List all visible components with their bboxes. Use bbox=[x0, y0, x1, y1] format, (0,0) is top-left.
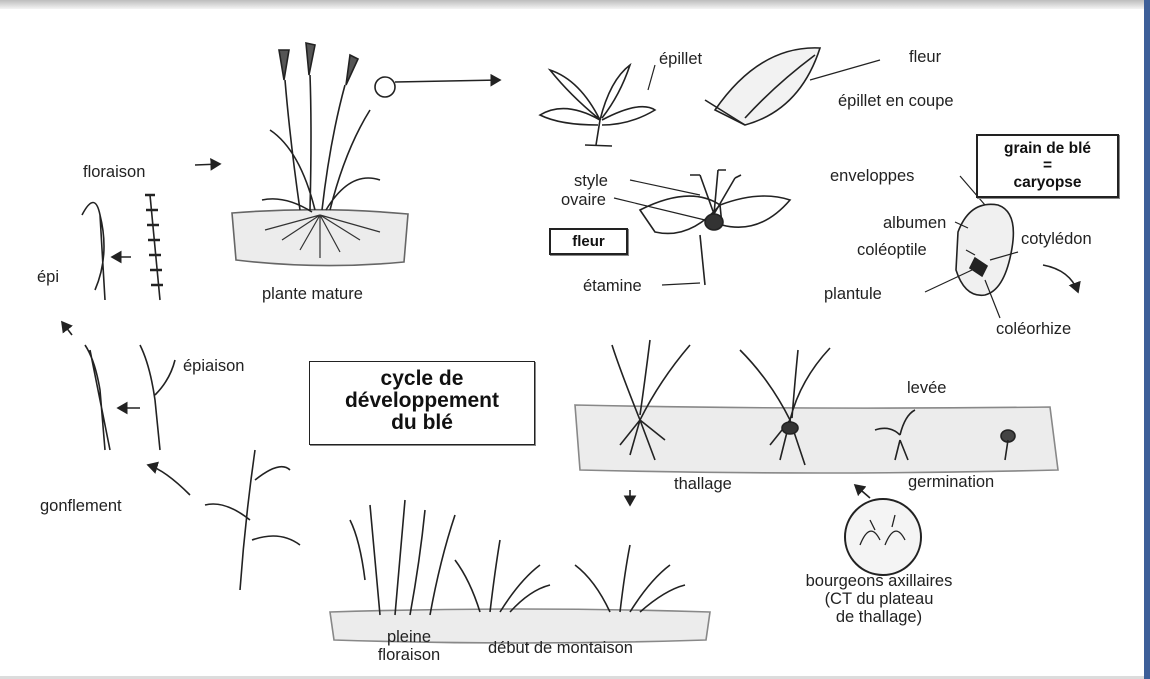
label-pleine-line-2: floraison bbox=[364, 646, 454, 664]
label-germination: germination bbox=[908, 473, 994, 491]
label-bourgeons-line-3: de thallage) bbox=[788, 608, 970, 626]
title-line-2: développement bbox=[310, 390, 534, 412]
label-levee: levée bbox=[907, 379, 946, 397]
label-bourgeons-line-1: bourgeons axillaires bbox=[788, 572, 970, 590]
label-tallage: thallage bbox=[674, 475, 732, 493]
label-bourgeons: bourgeons axillaires (CT du plateau de t… bbox=[788, 572, 970, 626]
label-etamine: étamine bbox=[583, 277, 642, 295]
label-plantule: plantule bbox=[824, 285, 882, 303]
title-line-1: cycle de bbox=[310, 368, 534, 390]
label-epi: épi bbox=[37, 268, 59, 286]
label-plante-mature: plante mature bbox=[262, 285, 363, 303]
label-epillet-en-coupe: épillet en coupe bbox=[838, 92, 954, 110]
label-pleine-floraison: pleine floraison bbox=[364, 628, 454, 664]
label-albumen: albumen bbox=[883, 214, 946, 232]
tallage-plants-drawing bbox=[330, 500, 710, 643]
label-coleorhize: coléorhize bbox=[996, 320, 1071, 338]
label-debut-montaison: début de montaison bbox=[488, 639, 633, 657]
label-fleur: fleur bbox=[909, 48, 941, 66]
label-ovaire: ovaire bbox=[561, 191, 606, 209]
label-coleoptile: coléoptile bbox=[857, 241, 927, 259]
mature-plant-drawing bbox=[232, 43, 500, 266]
label-pleine-line-1: pleine bbox=[364, 628, 454, 646]
grain-line-1: grain de blé bbox=[978, 140, 1117, 157]
diagram-title-box: cycle de développement du blé bbox=[309, 361, 535, 445]
grain-line-2: = bbox=[978, 157, 1117, 174]
label-style: style bbox=[574, 172, 608, 190]
label-floraison: floraison bbox=[83, 163, 145, 181]
label-enveloppes: enveloppes bbox=[830, 167, 914, 185]
label-epillet: épillet bbox=[659, 50, 702, 68]
leader-lines bbox=[614, 60, 1018, 318]
grain-drawing bbox=[956, 204, 1078, 295]
label-bourgeons-line-2: (CT du plateau bbox=[788, 590, 970, 608]
flower-title-box: fleur bbox=[549, 228, 628, 255]
grain-definition-box: grain de blé = caryopse bbox=[976, 134, 1119, 198]
label-gonflement: gonflement bbox=[40, 497, 122, 515]
axillary-buds-drawing bbox=[845, 499, 921, 575]
label-epiaison: épiaison bbox=[183, 357, 244, 375]
label-cotyledon: cotylédon bbox=[1021, 230, 1092, 248]
grain-line-3: caryopse bbox=[978, 174, 1117, 191]
title-line-3: du blé bbox=[310, 412, 534, 434]
